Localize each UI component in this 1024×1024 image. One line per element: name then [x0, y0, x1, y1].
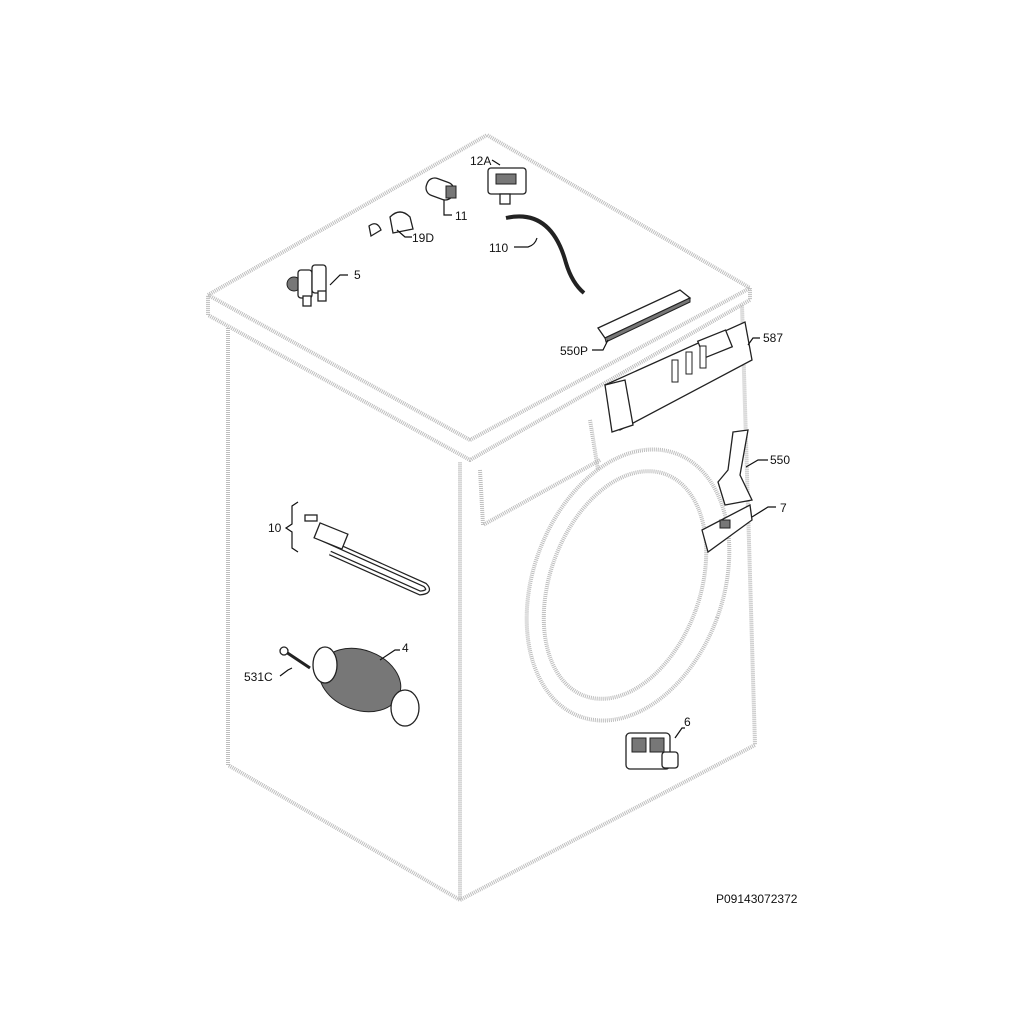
- part-drain-pump[interactable]: [625, 732, 679, 770]
- label-531C: 531C: [244, 670, 273, 684]
- drawing-number: P09143072372: [716, 892, 798, 906]
- part-inlet-valve[interactable]: [286, 264, 327, 307]
- part-motor[interactable]: [310, 637, 420, 727]
- part-hose[interactable]: [505, 214, 586, 295]
- part-bolt[interactable]: [279, 646, 311, 670]
- part-suppressor[interactable]: [368, 211, 414, 238]
- label-5: 5: [354, 268, 361, 282]
- label-110: 110: [489, 241, 508, 255]
- label-10: 10: [268, 521, 282, 535]
- part-heating-element[interactable]: [304, 514, 431, 596]
- label-550: 550: [770, 453, 790, 467]
- cabinet-outline: [206, 133, 757, 902]
- label-7: 7: [780, 501, 787, 515]
- part-door-lock[interactable]: [701, 503, 753, 554]
- label-6: 6: [684, 715, 691, 729]
- label-587: 587: [763, 331, 783, 345]
- label-4: 4: [402, 641, 409, 655]
- part-pressure-switch[interactable]: [487, 167, 527, 205]
- label-550P: 550P: [560, 344, 588, 358]
- part-panel-cover[interactable]: [597, 289, 692, 343]
- label-11: 11: [455, 209, 468, 223]
- label-12A: 12A: [470, 154, 491, 168]
- part-door-handle[interactable]: [717, 429, 753, 506]
- part-capacitor[interactable]: [424, 176, 457, 202]
- label-19D: 19D: [412, 231, 434, 245]
- part-control-board[interactable]: [604, 321, 753, 433]
